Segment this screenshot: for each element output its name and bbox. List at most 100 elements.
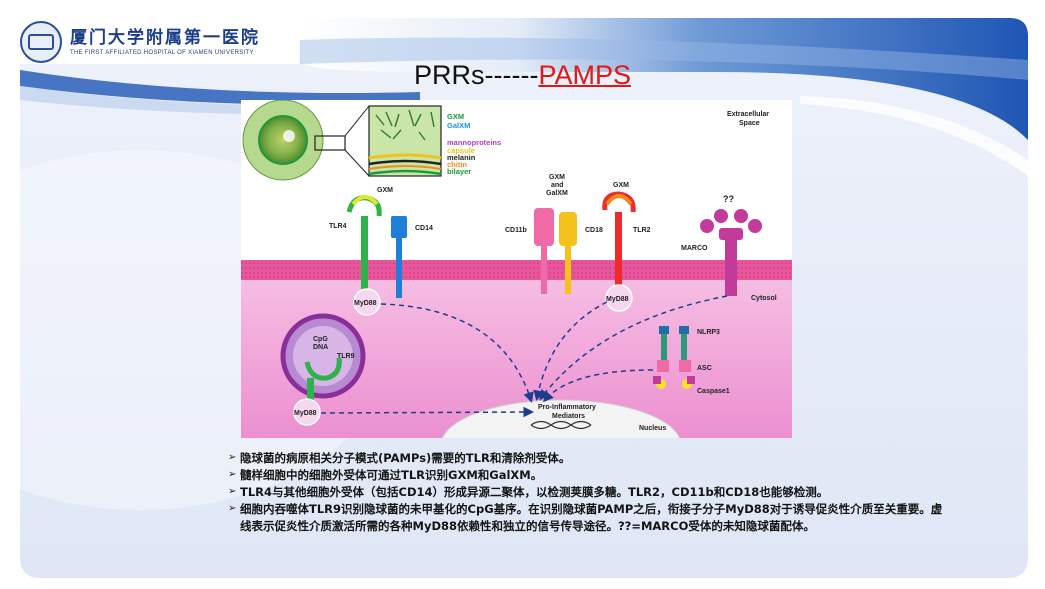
bullet-item: ➢髓样细胞中的细胞外受体可通过TLR识别GXM和GalXM。 [228, 467, 948, 484]
path-myd88-1 [380, 303, 534, 403]
prr-pamps-diagram: GXM GalXM mannoproteins capsule melanin … [241, 100, 792, 438]
bullet-text: 髓样细胞中的细胞外受体可通过TLR识别GXM和GalXM。 [240, 468, 543, 482]
cpg-label-2: DNA [313, 344, 328, 351]
cytosol-label: Cytosol [751, 295, 777, 302]
zoom-line-top [344, 105, 370, 137]
title-accent: PAMPS [538, 60, 631, 90]
path-marco [539, 295, 728, 401]
zoom-box-small [314, 135, 346, 151]
extracellular-label-2: Space [739, 120, 760, 127]
tlr9-receptor-stalk [307, 378, 314, 400]
cd11b-receptor-stalk [541, 246, 547, 294]
gxm-label-1: GXM [377, 187, 393, 194]
signalling-paths [320, 295, 728, 418]
pim-label-1: Pro-Inflammatory [538, 404, 596, 411]
capsule-legend: GXM GalXM mannoproteins capsule melanin … [447, 112, 501, 176]
hospital-name-block: 厦门大学附属第一医院 THE FIRST AFFILIATED HOSPITAL… [70, 28, 260, 56]
marco-lobe-1 [700, 219, 714, 233]
zoom-box-large [368, 105, 442, 177]
myd88-label-3: MyD88 [294, 410, 317, 417]
nlrp3-right [681, 332, 687, 360]
legend-chitin: chitin [447, 160, 467, 169]
nucleus [441, 399, 681, 438]
hospital-logo-icon [20, 21, 62, 63]
tlr4-receptor-stalk [361, 216, 368, 296]
cd11b-label: CD11b [505, 227, 527, 234]
gxm-ligand-tlr2 [605, 194, 633, 206]
myd88-label-2: MyD88 [606, 296, 629, 303]
nlrp3-top-left [659, 326, 669, 334]
bullet-item: ➢TLR4与其他细胞外受体（包括CD14）形成异源二聚体，以检测荚膜多糖。TLR… [228, 484, 948, 501]
marco-lobe-4 [748, 219, 762, 233]
gxm-galxm-label-1: GXM [549, 174, 565, 181]
gxm-ligand-tlr4 [351, 195, 379, 206]
cd14-receptor-stalk [396, 238, 402, 298]
cd18-receptor-head [559, 212, 577, 246]
dna-helix [530, 420, 592, 430]
asc-right [679, 360, 691, 372]
hospital-name-cn: 厦门大学附属第一医院 [70, 28, 260, 48]
title-prefix: PRRs------ [414, 60, 539, 90]
asc-label: ASC [697, 365, 712, 372]
marco-receptor-core [719, 228, 743, 240]
pim-label-2: Mediators [552, 413, 585, 420]
tlr2-receptor-stalk [615, 212, 622, 294]
capsule-fibers [375, 109, 435, 141]
nucleus-label: Nucleus [639, 425, 666, 432]
marco-lobe-3 [734, 209, 748, 223]
bullet-item: ➢隐球菌的病原相关分子模式(PAMPs)需要的TLR和清除剂受体。 [228, 450, 948, 467]
bullet-list: ➢隐球菌的病原相关分子模式(PAMPs)需要的TLR和清除剂受体。 ➢髓样细胞中… [228, 450, 948, 535]
bullet-item: ➢细胞内吞噬体TLR9识别隐球菌的未甲基化的CpG基序。在识别隐球菌PAMP之后… [228, 501, 948, 534]
gxm-label-2: GXM [613, 182, 629, 189]
cd18-label: CD18 [585, 227, 603, 234]
marco-receptor-stalk [725, 236, 737, 296]
bullet-arrow-icon: ➢ [228, 452, 237, 463]
myd88-label-1: MyD88 [354, 300, 377, 307]
cryptococcus-cell [258, 115, 308, 165]
cell-wall-layers [368, 153, 442, 160]
cd11b-receptor-head [534, 208, 554, 246]
nlrp3-top-right [679, 326, 689, 334]
marco-label: MARCO [681, 245, 708, 252]
gxm-galxm-label-3: GalXM [546, 190, 568, 197]
cell-wall-bilayer [368, 169, 442, 176]
cell-membrane [241, 260, 792, 280]
tlr9-label: TLR9 [337, 353, 355, 360]
path-myd88-2 [533, 301, 608, 401]
path-myd88-3 [320, 406, 534, 418]
hospital-logo-area: 厦门大学附属第一医院 THE FIRST AFFILIATED HOSPITAL… [20, 21, 310, 63]
unknown-ligand-label: ?? [723, 194, 734, 204]
asc-left [657, 360, 669, 372]
extracellular-label-1: Extracellular [727, 111, 769, 118]
bullet-arrow-icon: ➢ [228, 503, 237, 514]
gxm-galxm-label-2: and [551, 182, 563, 189]
legend-galxm: GalXM [447, 121, 470, 130]
caspase1-right-body [687, 376, 695, 384]
hospital-name-en: THE FIRST AFFILIATED HOSPITAL OF XIAMEN … [70, 50, 254, 56]
cpg-label-1: CpG [313, 336, 328, 343]
slide-title: PRRs------PAMPS [0, 60, 1045, 91]
legend-mannoproteins: mannoproteins [447, 138, 501, 147]
myd88-node-1 [353, 288, 381, 316]
tlr2-label: TLR2 [633, 227, 651, 234]
marco-lobe-2 [714, 209, 728, 223]
caspase1-left-body [653, 376, 661, 384]
legend-bilayer: bilayer [447, 167, 471, 176]
cell-wall-melanin [368, 159, 442, 166]
legend-capsule: capsule [447, 146, 475, 155]
nlrp3-left [661, 332, 667, 360]
cryptococcus-vacuole [283, 130, 295, 142]
bullet-text: 细胞内吞噬体TLR9识别隐球菌的未甲基化的CpG基序。在识别隐球菌PAMP之后，… [240, 502, 943, 533]
tlr9-receptor-head [304, 357, 342, 381]
tlr4-label: TLR4 [329, 223, 347, 230]
myd88-node-3 [293, 398, 321, 426]
cd18-receptor-stalk [565, 246, 571, 294]
bullet-arrow-icon: ➢ [228, 486, 237, 497]
cell-wall-chitin [368, 165, 442, 170]
legend-gxm: GXM [447, 112, 464, 121]
bullet-text: 隐球菌的病原相关分子模式(PAMPs)需要的TLR和清除剂受体。 [240, 451, 571, 465]
legend-melanin: melanin [447, 153, 476, 162]
bullet-text: TLR4与其他细胞外受体（包括CD14）形成异源二聚体，以检测荚膜多糖。TLR2… [240, 485, 829, 499]
myd88-node-2 [605, 284, 633, 312]
